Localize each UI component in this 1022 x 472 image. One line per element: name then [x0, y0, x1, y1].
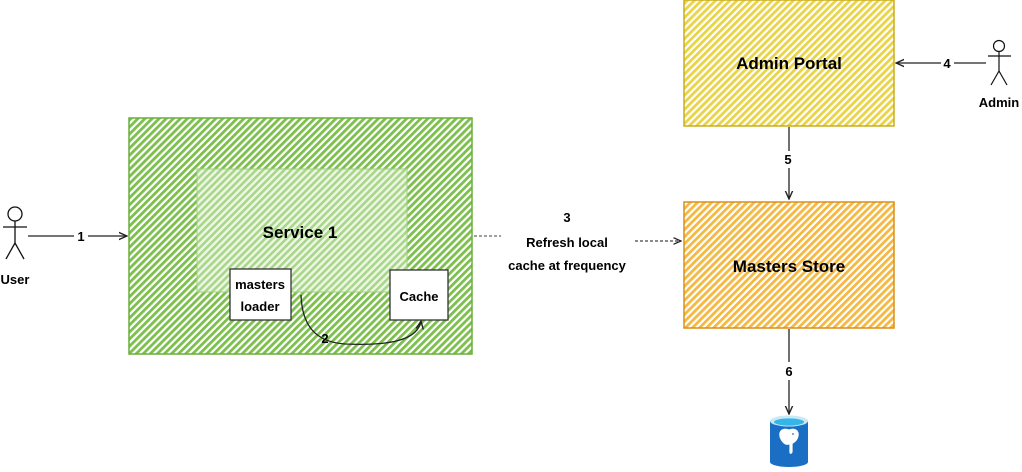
masters-loader-label-line1: masters — [235, 277, 285, 292]
masters-loader-node[interactable]: masters loader — [229, 268, 292, 321]
edge-3-text-line2: cache at frequency — [508, 258, 627, 273]
masters-store-node[interactable]: Masters Store — [683, 201, 895, 329]
edge-6-label: 6 — [785, 364, 792, 379]
admin-label: Admin — [979, 95, 1020, 110]
edge-5-label: 5 — [784, 152, 791, 167]
edge-3: 3 Refresh local cache at frequency — [474, 210, 681, 273]
admin-portal-label: Admin Portal — [736, 54, 842, 73]
edge-2: 2 — [300, 294, 421, 346]
edge-1: 1 — [28, 228, 127, 244]
user-actor: User — [1, 206, 30, 287]
edge-6: 6 — [782, 329, 796, 414]
person-icon — [3, 206, 27, 260]
masters-store-label: Masters Store — [733, 257, 845, 276]
service-1-label: Service 1 — [263, 223, 338, 242]
edge-3-text-line1: Refresh local — [526, 235, 608, 250]
edge-5: 5 — [782, 127, 796, 199]
cache-label: Cache — [399, 289, 438, 304]
edge-4-label: 4 — [943, 56, 951, 71]
elephant-icon — [778, 427, 800, 455]
edge-4: 4 — [896, 55, 986, 71]
person-icon — [988, 39, 1011, 86]
edge-2-label: 2 — [321, 331, 328, 346]
masters-loader-label-line2: loader — [240, 299, 279, 314]
admin-actor: Admin — [979, 39, 1020, 110]
edge-3-label: 3 — [563, 210, 570, 225]
edge-1-label: 1 — [77, 229, 84, 244]
user-label: User — [1, 272, 30, 287]
postgresql-database-icon[interactable] — [770, 415, 808, 468]
admin-portal-node[interactable]: Admin Portal — [683, 0, 895, 127]
cache-node[interactable]: Cache — [389, 269, 449, 321]
